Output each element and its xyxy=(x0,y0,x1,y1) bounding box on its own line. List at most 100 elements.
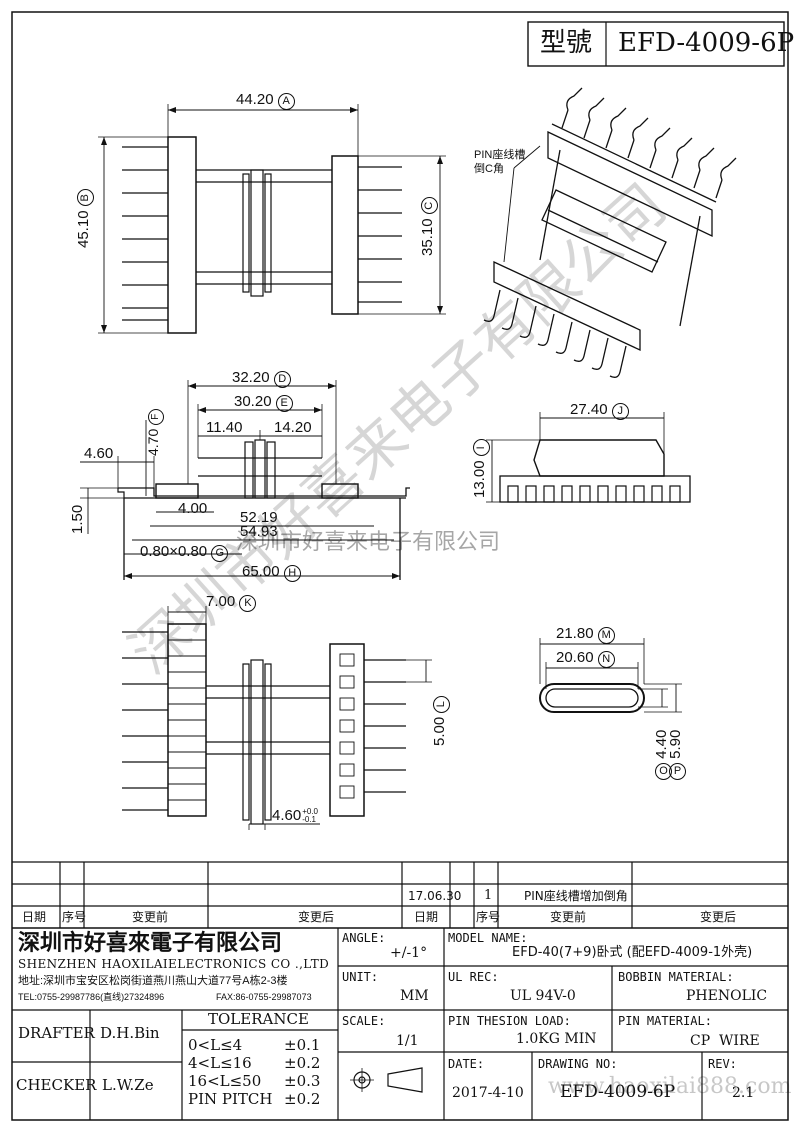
tolerance-value: ±0.1 xyxy=(284,1036,321,1054)
dim-h-tag: H xyxy=(283,565,301,582)
rev-date: 17.06.30 xyxy=(408,889,462,903)
dim-h-value: 65.00 xyxy=(242,563,280,580)
dim-e-value: 30.20 xyxy=(234,393,272,410)
pin-load-value: 1.0KG MIN xyxy=(516,1031,597,1047)
pin-load-label: PIN THESION LOAD: xyxy=(448,1014,571,1028)
dim-1-50: 1.50 xyxy=(69,504,86,534)
tolerance-label: TOLERANCE xyxy=(208,1010,309,1028)
rev-label: REV: xyxy=(708,1057,737,1071)
dim-m-tag: M xyxy=(597,627,615,644)
model-value: EFD-4009-6P xyxy=(618,28,795,58)
dim-j-tag: J xyxy=(611,403,629,420)
rev-header-before-1: 变更前 xyxy=(132,910,169,924)
front-view xyxy=(486,412,691,503)
rev-change: PIN座线槽增加倒角 xyxy=(524,889,628,903)
dim-i-tag: I xyxy=(473,439,490,457)
rev-no: 1 xyxy=(484,888,493,903)
dim-j: 27.40 J xyxy=(570,402,629,420)
dim-11-40: 11.40 xyxy=(206,419,243,436)
dim-c-tag: C xyxy=(421,197,438,215)
dim-m-value: 21.80 xyxy=(556,625,594,642)
tolerance-value: ±0.3 xyxy=(284,1072,321,1090)
tolerance-range: 0<L≤4 xyxy=(188,1036,243,1054)
company-name-en: SHENZHEN HAOXILAIELECTRONICS CO .,LTD xyxy=(18,957,330,971)
ul-rec-label: UL REC: xyxy=(448,970,499,984)
dim-g: 0.80×0.80 G xyxy=(140,543,229,562)
dim-l-tag: L xyxy=(433,695,450,713)
dim-e-tag: E xyxy=(275,395,293,412)
ul-rec-value: UL 94V-0 xyxy=(510,988,576,1004)
dim-k: 7.00 K xyxy=(206,594,257,612)
dim-c: 35.10 C xyxy=(419,197,438,256)
bobbin-material-value: PHENOLIC xyxy=(686,988,768,1004)
company-name-cn: 深圳市好喜來電子有限公司 xyxy=(18,930,283,956)
unit-label: UNIT: xyxy=(342,970,379,984)
rev-header-date-2: 日期 xyxy=(414,910,439,924)
model-name-value: EFD-40(7+9)卧式 (配EFD-4009-1外壳) xyxy=(512,945,753,960)
tolerance-value: ±0.2 xyxy=(284,1054,321,1072)
dim-n-tag: N xyxy=(597,651,615,668)
tolerance-row: 4<L≤16 ±0.2 xyxy=(188,1054,332,1072)
pin-tol-upper: +0.0 xyxy=(302,807,318,817)
date-value: 2017-4-10 xyxy=(452,1085,524,1101)
tolerance-range: 16<L≤50 xyxy=(188,1072,262,1090)
dim-a: 44.20 A xyxy=(236,92,295,110)
dim-i-value: 13.00 xyxy=(471,460,488,498)
dim-j-value: 27.40 xyxy=(570,401,608,418)
model-name-label: MODEL NAME: xyxy=(448,931,528,945)
dim-g-value: 0.80×0.80 xyxy=(140,543,208,560)
dim-c-value: 35.10 xyxy=(419,218,436,256)
url-watermark: www.haoxilai888.com xyxy=(548,1074,792,1099)
checker-value: L.W.Ze xyxy=(102,1076,154,1094)
company-fax: FAX:86-0755-29987073 xyxy=(216,992,312,1002)
slot-view xyxy=(539,638,682,713)
drawing-no-label: DRAWING NO: xyxy=(538,1057,618,1071)
dim-54-93: 54.93 xyxy=(240,523,278,540)
dim-14-20: 14.20 xyxy=(274,419,312,436)
drafter-label: DRAFTER xyxy=(18,1024,95,1042)
dim-pin-tolerance: 4.60 +0.0 -0.1 xyxy=(272,808,318,824)
rev-header-after-2: 变更后 xyxy=(700,910,737,924)
company-tel: TEL:0755-29987786(直线)27324896 xyxy=(18,992,165,1002)
dim-52-19: 52.19 xyxy=(240,509,278,526)
dim-a-tag: A xyxy=(277,93,295,110)
dim-m: 21.80 M xyxy=(556,626,615,644)
angle-value: +/-1° xyxy=(390,945,428,961)
dim-f: 4.70 F xyxy=(145,408,164,456)
rev-header-date-1: 日期 xyxy=(22,910,47,924)
scale-label: SCALE: xyxy=(342,1014,386,1028)
dim-b-tag: B xyxy=(77,189,94,207)
dim-p: P 5.90 xyxy=(667,729,686,780)
rev-value: 2.1 xyxy=(732,1085,755,1101)
bobbin-material-label: BOBBIN MATERIAL: xyxy=(618,970,734,984)
rev-header-after-1: 变更后 xyxy=(298,910,335,924)
unit-value: MM xyxy=(400,988,429,1004)
dim-4-00: 4.00 xyxy=(178,500,208,517)
dim-d-tag: D xyxy=(273,371,291,388)
company-address: 地址:深圳市宝安区松岗街道燕川燕山大道77号A栋2-3楼 xyxy=(18,975,288,987)
isometric-view xyxy=(483,87,737,378)
tolerance-row: 0<L≤4 ±0.1 xyxy=(188,1036,332,1054)
dim-d: 32.20 D xyxy=(232,370,291,388)
pin-tol-value: 4.60 xyxy=(272,807,302,824)
scale-value: 1/1 xyxy=(396,1033,419,1049)
rev-header-before-2: 变更前 xyxy=(550,910,587,924)
drafter-value: D.H.Bin xyxy=(100,1024,160,1042)
rev-header-no-2: 序号 xyxy=(476,910,501,924)
angle-label: ANGLE: xyxy=(342,931,386,945)
bottom-view xyxy=(122,606,432,830)
sheet-border xyxy=(11,11,789,1121)
side-view xyxy=(80,380,410,580)
dim-p-value: 5.90 xyxy=(667,729,684,759)
dim-d-value: 32.20 xyxy=(232,369,270,386)
date-label: DATE: xyxy=(448,1057,485,1071)
dim-4-60: 4.60 xyxy=(84,445,114,462)
dim-p-tag: P xyxy=(669,763,686,780)
pin-groove-annotation: PIN座线槽 倒C角 xyxy=(474,148,525,176)
tolerance-row: PIN PITCH ±0.2 xyxy=(188,1090,332,1108)
dim-a-value: 44.20 xyxy=(236,91,274,108)
dim-b: 45.10 B xyxy=(75,189,94,248)
rev-header-no-1: 序号 xyxy=(62,910,87,924)
